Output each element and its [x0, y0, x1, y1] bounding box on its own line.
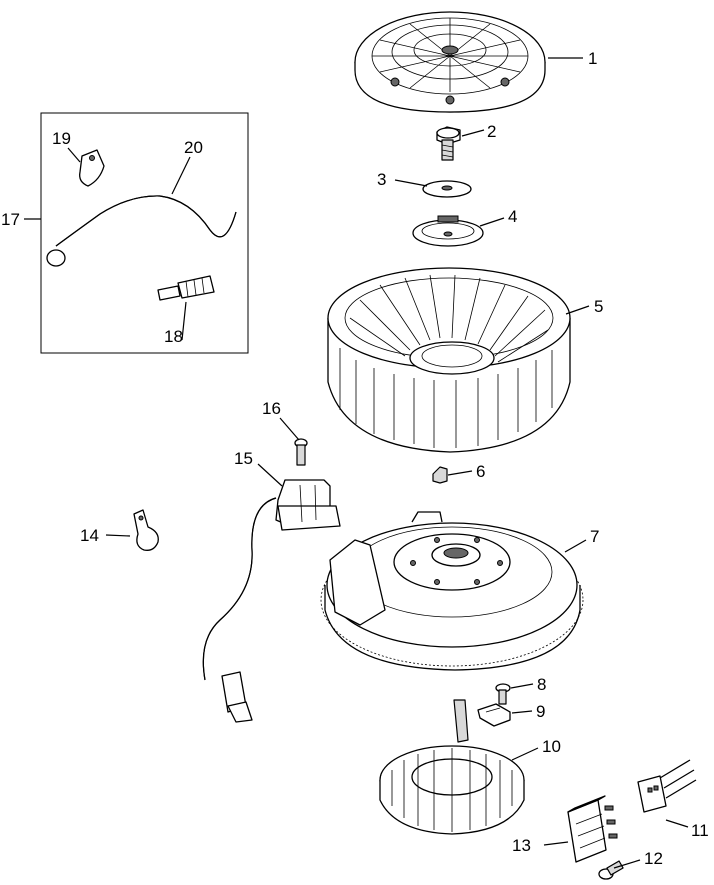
washer: [422, 180, 472, 198]
callout-8: 8: [537, 675, 546, 694]
callout-18: 18: [164, 327, 183, 346]
callout-1: 1: [588, 49, 597, 68]
callout-10: 10: [542, 737, 561, 756]
screw: [436, 126, 461, 161]
callout-20: 20: [184, 138, 203, 157]
rectifier-regulator: [567, 795, 618, 863]
callout-13: 13: [512, 836, 531, 855]
callout-12: 12: [644, 849, 663, 868]
screw-regulator: [598, 860, 624, 880]
callout-17: 17: [1, 210, 20, 229]
key: [432, 466, 448, 484]
wire-clamp: [477, 703, 511, 727]
callout-5: 5: [594, 297, 603, 316]
inset-box: [40, 112, 249, 354]
callout-9: 9: [536, 702, 545, 721]
screw-small: [495, 683, 511, 705]
connector: [637, 759, 697, 813]
callout-16: 16: [262, 399, 281, 418]
callout-4: 4: [508, 207, 517, 226]
callout-19: 19: [52, 129, 71, 148]
callout-14: 14: [80, 526, 99, 545]
leader-lines: [24, 57, 689, 869]
ignition-module: [202, 479, 341, 723]
callout-2: 2: [487, 122, 496, 141]
callout-7: 7: [590, 527, 599, 546]
callout-3: 3: [377, 170, 386, 189]
grass-screen: [354, 11, 546, 113]
wire-clamp-loose: [133, 509, 159, 551]
callout-15: 15: [234, 449, 253, 468]
callout-6: 6: [476, 462, 485, 481]
screw-module: [294, 438, 308, 466]
callout-11: 11: [691, 821, 709, 840]
callout-labels: 1 2 3 4 5 6 7 8 9 10 11 12 13 14 15 16 1…: [1, 49, 709, 868]
spacer-plate: [412, 215, 484, 247]
flywheel: [320, 511, 584, 671]
stator: [379, 699, 525, 835]
blower-fan: [327, 267, 571, 453]
